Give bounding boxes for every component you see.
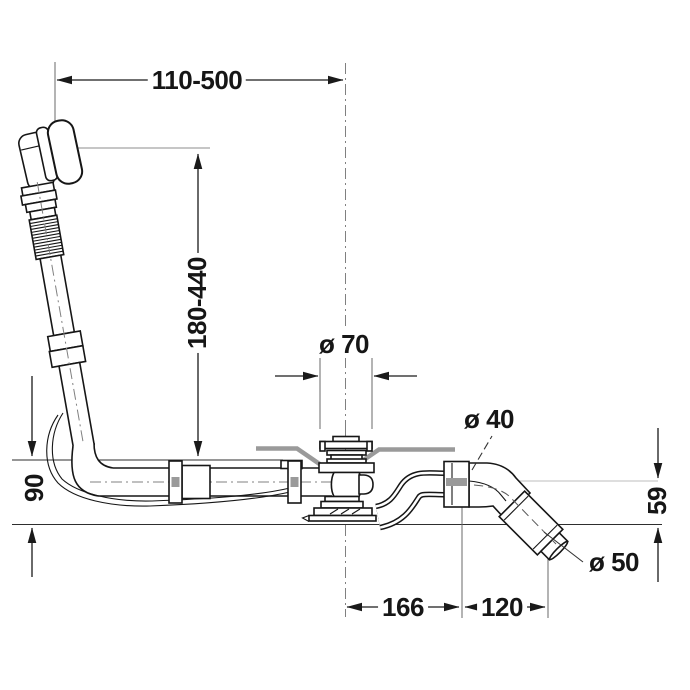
pipe-couplings xyxy=(168,460,302,504)
reference-lines xyxy=(12,62,662,618)
leader-lines xyxy=(471,435,584,563)
dim-outlet-drop: 59 xyxy=(642,483,672,519)
dim-center-to-bend: 166 xyxy=(378,593,428,621)
drain-tee xyxy=(301,424,377,522)
tee-side-boss xyxy=(358,474,374,495)
dim-overflow-height: 180-440 xyxy=(182,253,212,353)
dim-plug-diameter: ø 70 xyxy=(314,330,374,358)
dim-bend-to-end: 120 xyxy=(477,593,527,621)
dim-outlet-diameter: ø 40 xyxy=(459,405,519,433)
control-cable xyxy=(46,412,291,507)
dim-top-width: 110-500 xyxy=(147,66,247,94)
overflow-knob xyxy=(18,119,84,191)
s-pipe xyxy=(374,470,447,531)
outlet-sleeve-50 xyxy=(498,490,569,561)
outlet-elbow-assembly xyxy=(443,460,569,561)
cable-anchor-hatch xyxy=(329,508,361,515)
overflow-hose xyxy=(19,181,96,449)
dim-outlet-end-diameter: ø 50 xyxy=(584,548,644,576)
dim-clearance-height: 90 xyxy=(19,470,49,506)
